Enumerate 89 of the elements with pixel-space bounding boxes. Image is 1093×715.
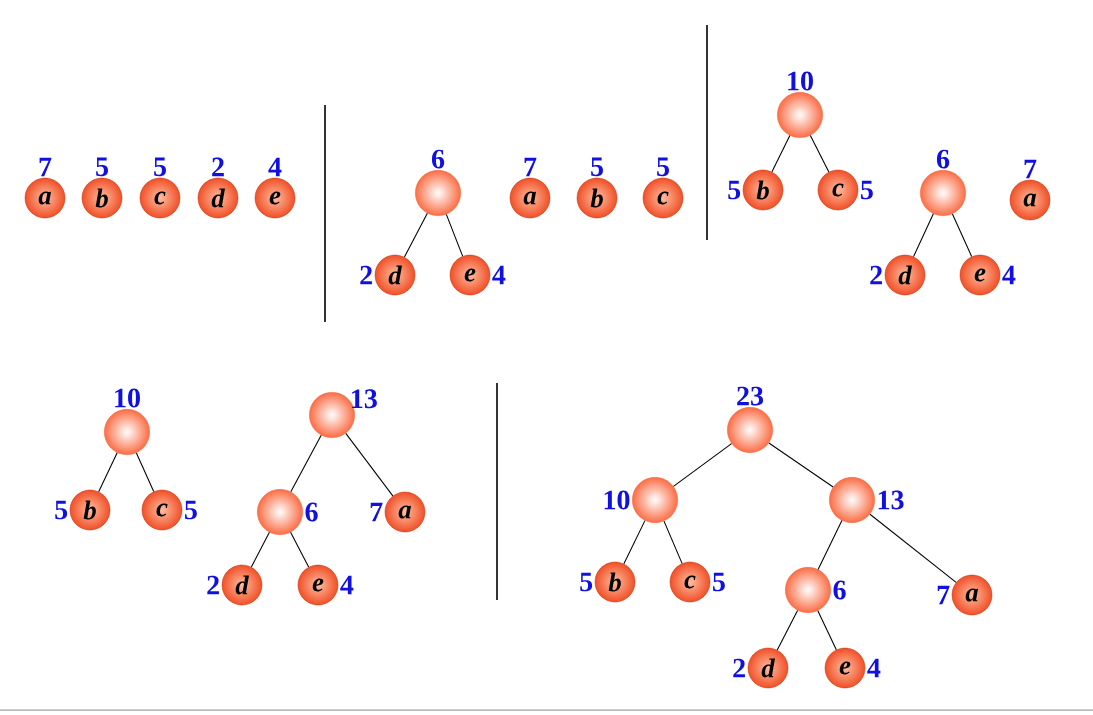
ball-node: d xyxy=(221,564,263,606)
weight-label: 7 xyxy=(1024,159,1037,179)
tree-node xyxy=(104,409,150,455)
tree-edge xyxy=(771,135,791,173)
tree-edge xyxy=(913,213,934,258)
tree-edge xyxy=(290,434,322,493)
tree-edge xyxy=(776,609,799,651)
weight-label: 4 xyxy=(867,658,881,678)
ball-node: d xyxy=(197,177,239,219)
weight-label: 4 xyxy=(492,265,506,285)
ball-node: a xyxy=(509,177,551,219)
ball-node: e xyxy=(449,254,491,296)
ball-node: c xyxy=(141,489,183,531)
weight-label: 5 xyxy=(580,572,593,592)
weight-label: 7 xyxy=(937,585,950,605)
ball-node: b xyxy=(594,561,636,603)
weight-label: 6 xyxy=(936,149,950,169)
ball-node: d xyxy=(374,254,416,296)
tree-node xyxy=(785,567,831,613)
weight-label: 5 xyxy=(591,157,603,177)
weight-label: 2 xyxy=(360,265,372,285)
tree-node xyxy=(727,407,773,453)
tree-node xyxy=(920,170,966,216)
weight-label: 5 xyxy=(728,180,741,200)
tree-edge xyxy=(623,520,646,565)
weight-label: 10 xyxy=(115,388,140,408)
weight-label: 5 xyxy=(185,500,197,520)
ball-node: d xyxy=(884,254,926,296)
tree-edge xyxy=(135,452,155,493)
tree-edge xyxy=(951,213,973,258)
ball-node: c xyxy=(817,169,859,211)
weight-label: 7 xyxy=(39,157,52,177)
tree-node xyxy=(829,477,875,523)
ball-node: c xyxy=(669,561,711,603)
tree-edge xyxy=(663,520,683,564)
tree-edge xyxy=(817,520,843,570)
tree-node xyxy=(777,92,823,138)
tree-edge xyxy=(869,513,957,583)
ball-node: c xyxy=(139,177,181,219)
tree-node xyxy=(257,489,303,535)
weight-label: 23 xyxy=(737,386,764,406)
tree-edge xyxy=(403,212,428,258)
weight-label: 4 xyxy=(268,157,282,177)
weight-label: 6 xyxy=(305,502,318,522)
tree-edge xyxy=(768,442,834,488)
ball-node: e xyxy=(959,254,1001,296)
tree-edge xyxy=(345,432,394,497)
ball-node: a xyxy=(951,574,993,616)
weight-label: 4 xyxy=(340,575,354,595)
ball-node: a xyxy=(384,491,426,533)
ball-node: b xyxy=(81,177,123,219)
tree-edge xyxy=(809,134,830,173)
ball-node: e xyxy=(297,564,339,606)
weight-label: 2 xyxy=(212,157,224,177)
ball-node: b xyxy=(69,489,111,531)
ball-node: e xyxy=(824,647,866,689)
weight-label: 5 xyxy=(657,157,669,177)
weight-label: 13 xyxy=(352,389,377,409)
tree-node xyxy=(415,170,461,216)
tree-edge xyxy=(250,531,270,568)
weight-label: 7 xyxy=(370,502,383,522)
ball-node: b xyxy=(576,177,618,219)
ball-node: c xyxy=(642,177,684,219)
weight-label: 5 xyxy=(713,572,725,592)
weight-label: 10 xyxy=(604,490,630,510)
weight-label: 5 xyxy=(96,157,108,177)
tree-edge xyxy=(672,443,733,487)
weight-label: 7 xyxy=(524,157,537,177)
weight-label: 6 xyxy=(431,149,445,169)
tree-edge xyxy=(98,452,118,493)
weight-label: 13 xyxy=(878,490,904,510)
weight-label: 2 xyxy=(870,265,882,285)
tree-edge xyxy=(817,610,837,651)
tree-edge xyxy=(290,531,310,568)
weight-label: 6 xyxy=(833,580,846,600)
weight-label: 5 xyxy=(154,157,166,177)
tree-node xyxy=(632,477,678,523)
weight-label: 2 xyxy=(207,575,219,595)
ball-node: e xyxy=(254,177,296,219)
weight-label: 4 xyxy=(1002,265,1016,285)
weight-label: 5 xyxy=(55,500,68,520)
weight-label: 5 xyxy=(861,180,873,200)
weight-label: 10 xyxy=(788,71,813,91)
ball-node: a xyxy=(1009,179,1051,221)
tree-edge xyxy=(445,213,464,257)
ball-node: a xyxy=(24,177,66,219)
ball-node: d xyxy=(747,647,789,689)
weight-label: 2 xyxy=(733,658,745,678)
ball-node: b xyxy=(742,169,784,211)
